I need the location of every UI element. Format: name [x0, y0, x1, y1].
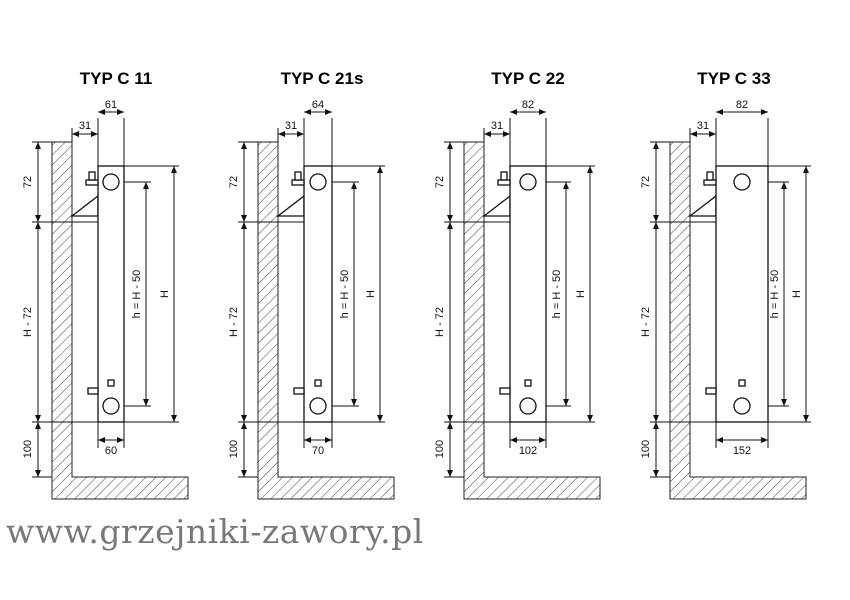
label-bottom-width: 152 — [733, 445, 751, 457]
label-wall-gap: 31 — [697, 120, 709, 132]
drain-plug — [738, 379, 746, 387]
dimension-lines — [238, 109, 385, 478]
radiator-type-panels: TYP C 11 — [0, 66, 850, 522]
label-bottom-offset: 100 — [228, 440, 240, 458]
label-bottom-width: 60 — [105, 445, 117, 457]
bottom-pipe-connection — [733, 397, 751, 415]
panel-title: TYP C 22 — [491, 69, 565, 88]
top-pipe-connection — [102, 173, 120, 191]
label-inner-height: h = H - 50 — [339, 270, 351, 319]
label-bottom-width: 102 — [519, 445, 537, 457]
panel-typ-c-21s: TYP C 21s — [220, 66, 424, 522]
label-total-height: H — [365, 290, 377, 298]
wall-bracket — [276, 194, 305, 217]
top-valve — [703, 179, 717, 186]
top-valve-head — [706, 171, 714, 181]
radiator-body — [482, 165, 547, 423]
radiator-outline — [303, 165, 333, 423]
radiator-outline — [97, 165, 125, 423]
dimension-labels: 82 31 72 H - 72 100 h = H - 50 H 152 — [640, 99, 803, 458]
label-top-offset: 72 — [640, 176, 652, 188]
bottom-valve — [293, 387, 305, 395]
label-side-height: H - 72 — [640, 307, 652, 337]
label-wall-gap: 31 — [79, 120, 91, 132]
radiator-diagram: 82 31 72 H - 72 100 h = H - 50 H 152 — [640, 99, 811, 500]
bottom-valve — [705, 387, 717, 395]
label-total-height: H — [159, 290, 171, 298]
top-valve — [85, 179, 99, 186]
panel-typ-c-11: TYP C 11 — [14, 66, 218, 522]
radiator-body — [70, 165, 125, 423]
radiator-outline — [509, 165, 547, 423]
label-bottom-offset: 100 — [434, 440, 446, 458]
radiator-diagram: 64 31 72 H - 72 100 h = H - 50 H 70 — [228, 99, 395, 500]
bottom-pipe-connection — [102, 397, 120, 415]
label-top-offset: 72 — [228, 176, 240, 188]
dimension-labels: 82 31 72 H - 72 100 h = H - 50 H 102 — [434, 99, 587, 458]
dimension-lines — [32, 109, 179, 478]
label-top-offset: 72 — [22, 176, 34, 188]
label-bottom-offset: 100 — [640, 440, 652, 458]
drain-plug — [314, 379, 322, 387]
panel-typ-c-33: TYP C 33 — [632, 66, 836, 522]
radiator-body — [688, 165, 769, 423]
dimension-lines — [650, 109, 811, 478]
top-pipe-connection — [309, 173, 327, 191]
drain-plug — [107, 379, 115, 387]
radiator-diagram: 61 31 72 H - 72 100 h = H - 50 H 60 — [22, 99, 189, 500]
top-valve — [497, 179, 511, 186]
label-top-width: 61 — [105, 99, 117, 111]
bottom-pipe-connection — [519, 397, 537, 415]
label-side-height: H - 72 — [434, 307, 446, 337]
label-wall-gap: 31 — [285, 120, 297, 132]
label-side-height: H - 72 — [22, 307, 34, 337]
label-bottom-offset: 100 — [22, 440, 34, 458]
top-pipe-connection — [733, 173, 751, 191]
panel-typ-c-22: TYP C 22 — [426, 66, 630, 522]
label-inner-height: h = H - 50 — [131, 270, 143, 319]
top-valve-head — [500, 171, 508, 181]
top-valve-head — [88, 171, 96, 181]
wall-bracket — [70, 194, 99, 217]
label-inner-height: h = H - 50 — [769, 270, 781, 319]
panel-title: TYP C 21s — [280, 69, 364, 88]
wall-bracket — [688, 194, 717, 217]
panel-title: TYP C 33 — [697, 69, 771, 88]
label-top-width: 82 — [736, 99, 748, 111]
dimension-labels: 61 31 72 H - 72 100 h = H - 50 H 60 — [22, 99, 171, 458]
bottom-pipe-connection — [309, 397, 327, 415]
label-total-height: H — [791, 290, 803, 298]
label-side-height: H - 72 — [228, 307, 240, 337]
radiator-outline — [715, 165, 769, 423]
top-valve-head — [294, 171, 302, 181]
label-inner-height: h = H - 50 — [551, 270, 563, 319]
watermark: www.grzejniki-zawory.pl — [6, 512, 424, 551]
top-pipe-connection — [519, 173, 537, 191]
radiator-body — [276, 165, 333, 423]
label-top-width: 82 — [522, 99, 534, 111]
wall-bracket — [482, 194, 511, 217]
dimension-lines — [444, 109, 595, 478]
label-bottom-width: 70 — [312, 445, 324, 457]
bottom-valve — [499, 387, 511, 395]
label-top-offset: 72 — [434, 176, 446, 188]
radiator-diagram: 82 31 72 H - 72 100 h = H - 50 H 102 — [434, 99, 601, 500]
label-total-height: H — [575, 290, 587, 298]
drain-plug — [524, 379, 532, 387]
dimension-labels: 64 31 72 H - 72 100 h = H - 50 H 70 — [228, 99, 377, 458]
bottom-valve — [87, 387, 99, 395]
panel-title: TYP C 11 — [79, 69, 153, 88]
top-valve — [291, 179, 305, 186]
label-top-width: 64 — [312, 99, 324, 111]
label-wall-gap: 31 — [491, 120, 503, 132]
